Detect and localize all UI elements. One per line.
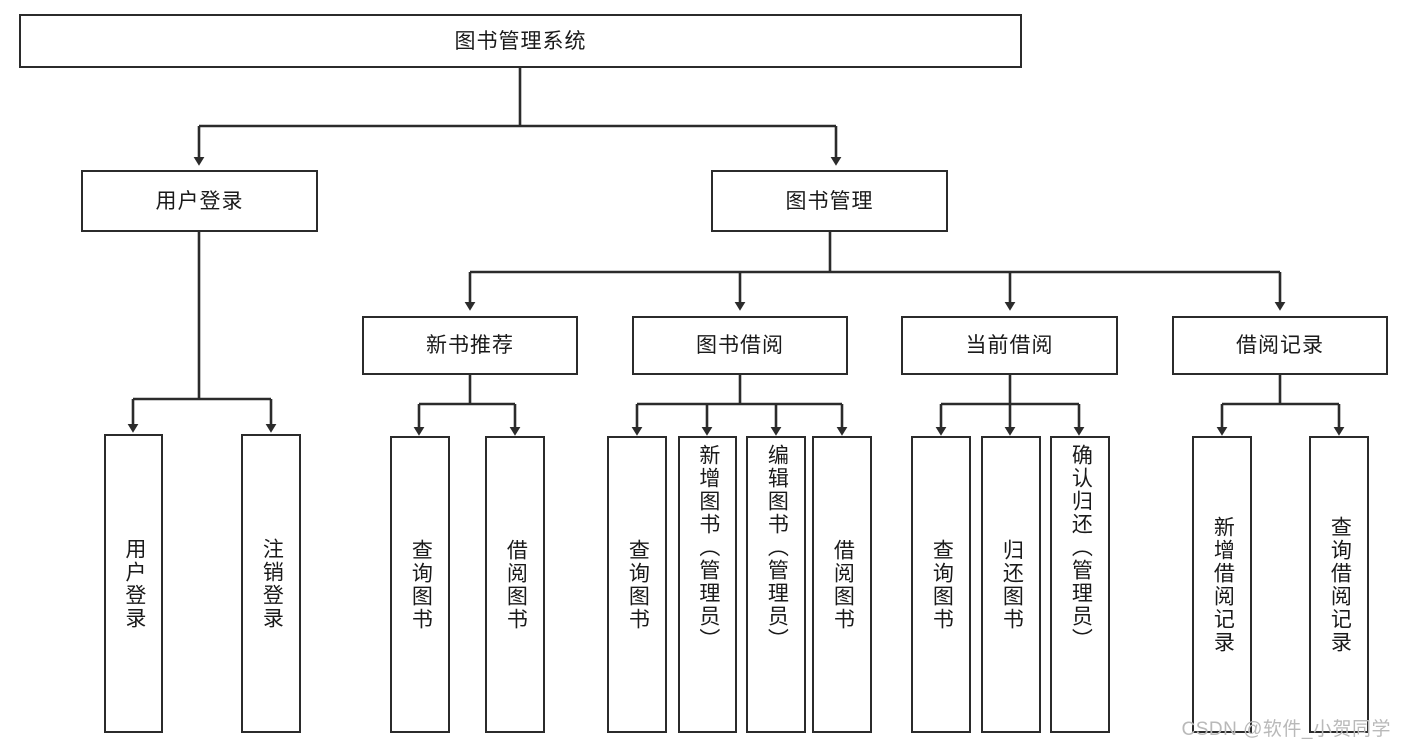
node-label: 用户登录 <box>122 537 146 630</box>
leaf-user-login-logout[interactable]: 注销登录 <box>241 434 301 733</box>
leaf-borrow-query-book[interactable]: 查询图书 <box>607 436 667 733</box>
node-label: 新书推荐 <box>426 334 514 357</box>
node-label: 查询图书 <box>626 538 650 631</box>
leaf-borrow-edit-book[interactable]: 编辑图书（管理员） <box>746 436 806 733</box>
node-label: 查询图书 <box>930 538 954 631</box>
leaf-recommend-borrow-book[interactable]: 借阅图书 <box>485 436 545 733</box>
node-label: 注销登录 <box>260 537 284 630</box>
leaf-current-query-book[interactable]: 查询图书 <box>911 436 971 733</box>
node-label: 借阅图书 <box>504 538 528 631</box>
leaf-borrow-add-book[interactable]: 新增图书（管理员） <box>678 436 737 733</box>
node-label: 用户登录 <box>155 189 244 213</box>
node-label: 借阅记录 <box>1236 334 1324 357</box>
node-label: 编辑图书（管理员） <box>765 444 789 651</box>
leaf-record-query-record[interactable]: 查询借阅记录 <box>1309 436 1369 733</box>
node-label: 确认归还（管理员） <box>1069 444 1093 651</box>
node-book-management[interactable]: 图书管理 <box>711 170 948 232</box>
node-label: 查询借阅记录 <box>1328 515 1352 654</box>
node-label: 图书借阅 <box>696 334 784 357</box>
node-label: 图书管理系统 <box>454 29 587 53</box>
leaf-current-return-book[interactable]: 归还图书 <box>981 436 1041 733</box>
node-label: 新增借阅记录 <box>1211 515 1235 654</box>
node-borrow-record[interactable]: 借阅记录 <box>1172 316 1388 375</box>
leaf-current-confirm-return[interactable]: 确认归还（管理员） <box>1050 436 1110 733</box>
node-label: 借阅图书 <box>831 538 855 631</box>
node-label: 查询图书 <box>409 538 433 631</box>
node-book-borrow[interactable]: 图书借阅 <box>632 316 848 375</box>
node-label: 归还图书 <box>1000 538 1024 631</box>
node-label: 图书管理 <box>785 189 874 213</box>
node-root-system[interactable]: 图书管理系统 <box>19 14 1022 68</box>
leaf-record-add-record[interactable]: 新增借阅记录 <box>1192 436 1252 733</box>
leaf-user-login-login[interactable]: 用户登录 <box>104 434 163 733</box>
node-label: 当前借阅 <box>965 334 1054 357</box>
watermark-text: CSDN @软件_小贺同学 <box>1181 719 1391 740</box>
leaf-recommend-query-book[interactable]: 查询图书 <box>390 436 450 733</box>
node-label: 新增图书（管理员） <box>696 444 720 651</box>
node-user-login[interactable]: 用户登录 <box>81 170 318 232</box>
node-new-book-recommend[interactable]: 新书推荐 <box>362 316 578 375</box>
node-current-borrow[interactable]: 当前借阅 <box>901 316 1118 375</box>
leaf-borrow-borrow-book[interactable]: 借阅图书 <box>812 436 872 733</box>
